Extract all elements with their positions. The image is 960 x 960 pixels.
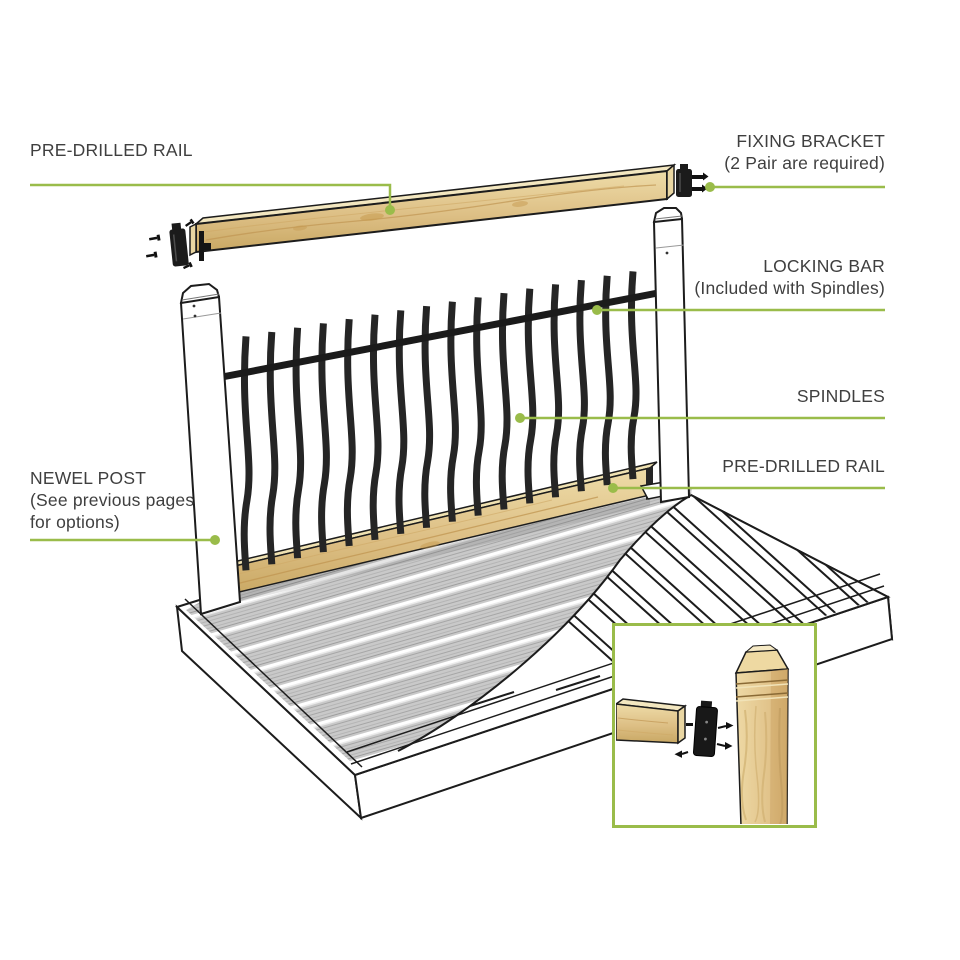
wood-grain (761, 711, 768, 823)
wood-grain (221, 499, 553, 579)
spindle (292, 327, 305, 559)
leader-dot (608, 483, 618, 493)
screw-icon (146, 251, 158, 258)
spindle (627, 271, 640, 480)
label-line: PRE-DRILLED RAIL (30, 140, 193, 160)
label-newel-post: NEWEL POST (See previous pages for optio… (30, 467, 194, 533)
label-line: for options) (30, 512, 120, 532)
spindle (369, 314, 382, 541)
label-line: FIXING BRACKET (736, 131, 885, 151)
spindle (601, 275, 614, 486)
wood-grain (203, 185, 625, 233)
leader-dot (515, 413, 525, 423)
label-line: PRE-DRILLED RAIL (722, 456, 885, 476)
wood-grain (227, 496, 599, 587)
spindle (550, 284, 563, 498)
inset-arrows (674, 722, 734, 758)
label-locking-bar: LOCKING BAR (Included with Spindles) (694, 255, 885, 299)
wood-knot (293, 225, 307, 231)
label-line: (See previous pages (30, 490, 195, 510)
leader-dot (210, 535, 220, 545)
inset-rail (616, 698, 693, 745)
screw-icon (686, 723, 693, 726)
spindle (576, 279, 588, 492)
spindle (421, 305, 434, 529)
leader-dot (592, 305, 602, 315)
label-line: LOCKING BAR (763, 256, 885, 276)
spindle (472, 297, 485, 516)
deck-curved-edge (397, 494, 692, 752)
fixing-bracket-left (169, 222, 189, 267)
joist-line (675, 495, 888, 737)
inset-detail-box (612, 623, 817, 828)
spindle (524, 288, 537, 504)
rail-end-fitting-tab (204, 243, 211, 250)
label-line: (2 Pair are required) (724, 153, 885, 173)
wood-grain (778, 707, 784, 824)
newel-post-right (652, 207, 691, 504)
wood-grain (740, 709, 748, 821)
spindle (498, 292, 511, 510)
post-pilot-hole (192, 304, 196, 308)
spindle (240, 336, 253, 571)
wood-knot (512, 201, 528, 207)
fixing-bracket-right (676, 164, 709, 197)
leader-pre-drilled-rail-right (608, 483, 885, 493)
post-pilot-hole (193, 314, 197, 318)
spindle (447, 301, 459, 522)
label-line: NEWEL POST (30, 468, 147, 488)
label-pre-drilled-rail-top: PRE-DRILLED RAIL (30, 139, 193, 161)
deck-boards-area (186, 487, 692, 763)
screw-icon (185, 218, 195, 227)
leader-pre-drilled-rail-top (30, 183, 395, 215)
spindle (395, 310, 408, 535)
rail-end-face-left (189, 222, 197, 257)
joist-line (619, 495, 888, 737)
inset-fixing-bracket (692, 700, 718, 758)
newel-post-left (179, 282, 242, 616)
joist-line (631, 495, 888, 737)
wood-knot (420, 541, 440, 549)
leader-lines (30, 182, 885, 545)
post-pilot-hole (665, 251, 669, 255)
leader-fixing-bracket (705, 182, 885, 192)
exploded-top-rail (146, 163, 709, 270)
wood-grain (205, 184, 657, 241)
locking-bar (221, 288, 664, 381)
rail-shadow (218, 496, 650, 607)
inset-content (616, 644, 790, 824)
leader-newel-post (30, 535, 220, 545)
leader-locking-bar (592, 305, 885, 315)
leader-dot (385, 205, 395, 215)
label-fixing-bracket: FIXING BRACKET (2 Pair are required) (724, 130, 885, 174)
leader-dot (705, 182, 715, 192)
label-pre-drilled-rail-right: PRE-DRILLED RAIL (722, 455, 885, 477)
wood-grain (753, 705, 760, 823)
spindle (343, 318, 356, 547)
wood-knot (360, 213, 384, 221)
rail-end-face-right (666, 163, 675, 201)
spindle (266, 331, 279, 565)
leader-spindles (515, 413, 885, 423)
screw-icon (149, 234, 161, 241)
rail-end-fitting (199, 231, 204, 261)
label-line: SPINDLES (796, 386, 885, 406)
joist-line (663, 495, 888, 737)
spindle (318, 323, 330, 553)
inset-newel-post (734, 644, 790, 824)
label-line: (Included with Spindles) (694, 278, 885, 298)
deck-rim-line-left (184, 598, 363, 768)
label-spindles: SPINDLES (797, 385, 885, 407)
screw-icon (183, 261, 193, 270)
railing-assembly (179, 207, 691, 616)
